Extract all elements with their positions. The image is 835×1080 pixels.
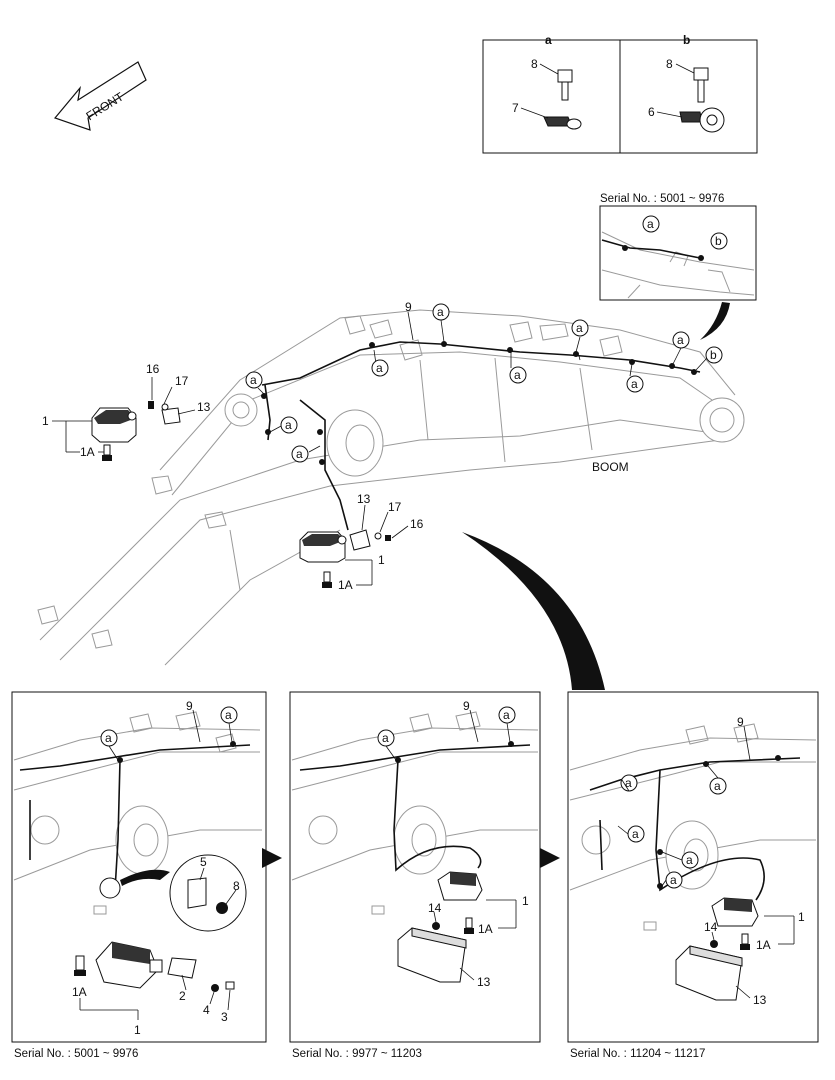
right-lamp-bracket: 13 (357, 492, 371, 506)
panel3-label-1: 1 (798, 910, 805, 924)
panel1-bulb-icon (74, 955, 86, 976)
panel1-harness-label: 9 (186, 699, 193, 713)
panel3-callout-a: a (714, 779, 721, 793)
panel3-lamp-icon (711, 897, 759, 927)
left-lamp-bolt: 16 (146, 362, 160, 376)
panel3-callout-a: a (625, 776, 632, 790)
callout-a: a (677, 333, 684, 347)
callout-a: a (631, 377, 638, 391)
detail-a-bolt-icon (543, 69, 582, 130)
panel2-guard-icon (397, 927, 467, 983)
callout-a: a (437, 305, 444, 319)
panel3-callout-a: a (632, 827, 639, 841)
right-lamp-washer: 17 (388, 500, 402, 514)
callout-a: a (250, 373, 257, 387)
left-lamp-bulb-icon (102, 444, 112, 461)
right-lamp-part: 1 (378, 553, 385, 567)
left-lamp-washer: 17 (175, 374, 189, 388)
callout-a: a (514, 368, 521, 382)
panel3-bulb-icon (740, 933, 750, 950)
detail-header-a: a (545, 33, 552, 47)
panel1-label-3: 3 (221, 1010, 228, 1024)
detail-header-b: b (683, 33, 690, 47)
panel-3: a a a a a 9 14 1 1A 13 (567, 691, 819, 1043)
panel-1: a a 9 5 8 2 4 (11, 691, 267, 1043)
panel3-label-14: 14 (704, 920, 718, 934)
panel-arrow-2-icon (540, 848, 560, 868)
panel1-label-4: 4 (203, 1003, 210, 1017)
panel1-label-1a: 1A (72, 985, 87, 999)
left-lamp-bracket-icon (148, 401, 181, 425)
panel1-serial: Serial No. : 5001 ~ 9976 (14, 1048, 138, 1060)
panel1-label-2: 2 (179, 989, 186, 1003)
right-work-lamp-icon (299, 531, 347, 563)
inset-top: a b (599, 205, 757, 301)
detail-b-grommet-icon (679, 67, 725, 133)
inset-top-serial: Serial No. : 5001 ~ 9976 (600, 193, 724, 205)
left-lamp-bulb: 1A (80, 445, 95, 459)
panel3-label-13: 13 (753, 993, 767, 1007)
callout-a: a (576, 321, 583, 335)
left-lamp-bracket: 13 (197, 400, 211, 414)
panel1-callout-a: a (225, 708, 232, 722)
main-harness-label: 9 (405, 300, 412, 314)
panel1-label-5: 5 (200, 855, 207, 869)
right-lamp-bulb-icon (322, 571, 332, 588)
panel2-label-1: 1 (522, 894, 529, 908)
panel2-serial: Serial No. : 9977 ~ 11203 (292, 1048, 422, 1060)
panel2-label-1a: 1A (478, 922, 493, 936)
callout-a: a (285, 418, 292, 432)
panel2-bulb-icon (464, 917, 474, 934)
boom-outline (37, 309, 745, 666)
inset-pointer-icon (700, 302, 730, 340)
panel2-callout-a: a (382, 731, 389, 745)
panel2-harness-label: 9 (463, 699, 470, 713)
inset-top-callout-a: a (647, 217, 654, 231)
panel1-lamp-icon (95, 941, 163, 989)
detail-a-label-7: 7 (512, 101, 519, 115)
panel2-label-13: 13 (477, 975, 491, 989)
detail-b-label-8: 8 (666, 57, 673, 71)
left-work-lamp-icon (91, 407, 137, 443)
right-lamp-bracket-icon (349, 529, 391, 551)
front-arrow-icon: FRONT (53, 61, 147, 131)
transition-arrow-icon (462, 532, 605, 690)
detail-b-label-6: 6 (648, 105, 655, 119)
callout-a: a (376, 361, 383, 375)
panel2-callout-a: a (503, 708, 510, 722)
callout-a: a (296, 447, 303, 461)
panel-arrow-1-icon (262, 848, 282, 868)
main-callouts: a a a b a a a a a a (245, 303, 723, 463)
callout-b: b (710, 348, 717, 362)
panel2-label-14: 14 (428, 901, 442, 915)
left-lamp-part: 1 (42, 414, 49, 428)
panel2-lamp-icon (437, 871, 483, 901)
detail-box: a b 8 7 8 6 (482, 33, 758, 154)
right-lamp-bolt: 16 (410, 517, 424, 531)
panel3-label-1a: 1A (756, 938, 771, 952)
inset-top-callout-b: b (715, 234, 722, 248)
panel3-serial: Serial No. : 11204 ~ 11217 (570, 1048, 705, 1060)
panel1-label-8: 8 (233, 879, 240, 893)
panel1-callout-a: a (105, 731, 112, 745)
panel3-harness-label: 9 (737, 715, 744, 729)
detail-a-label-8: 8 (531, 57, 538, 71)
panel-2: a a 9 14 1 1A 13 (289, 691, 541, 1043)
right-lamp-bulb: 1A (338, 578, 353, 592)
panel3-callout-a: a (670, 873, 677, 887)
boom-label: BOOM (592, 460, 629, 474)
panel3-guard-icon (675, 945, 743, 1001)
panel1-label-1: 1 (134, 1023, 141, 1037)
panel3-callout-a: a (686, 853, 693, 867)
main-harness (261, 341, 701, 386)
